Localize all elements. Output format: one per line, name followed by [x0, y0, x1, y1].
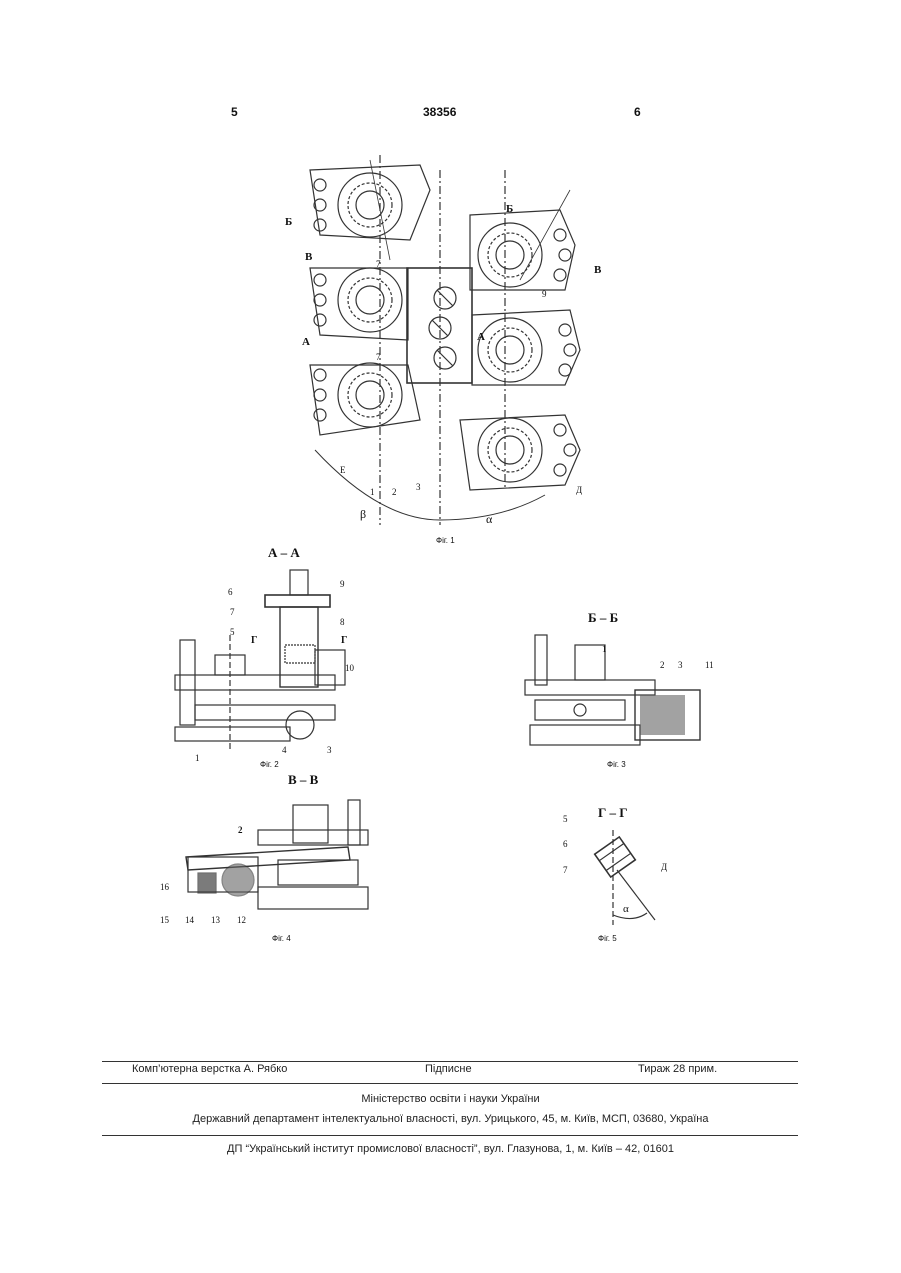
fig5-label: 5	[563, 815, 568, 824]
figure-4-section-label: В – В	[288, 772, 318, 788]
fig2-label: 9	[340, 579, 345, 589]
fig2-label: 7	[230, 607, 235, 617]
patent-number: 38356	[423, 105, 456, 119]
figure-1-caption: Фіг. 1	[436, 536, 455, 545]
figure-2-drawing: 9 6 8 7 5 Г Г 10 4 3 1	[165, 565, 365, 765]
fig3-label: 2	[660, 660, 665, 670]
fig2-label: 10	[345, 663, 355, 673]
fig5-label: 6	[563, 839, 568, 849]
figure-2-section-label: А – А	[268, 545, 300, 561]
fig3-label: 11	[705, 660, 714, 670]
fig1-label: А	[302, 336, 310, 348]
fig4-label: 15	[160, 915, 170, 925]
figure-3-drawing: 1 2 3 11	[520, 630, 720, 760]
figure-3-section-label: Б – Б	[588, 610, 618, 626]
ministry-name: Міністерство освіти і науки України	[0, 1093, 901, 1105]
fig1-label: В	[594, 264, 602, 276]
fig1-label: 1	[370, 487, 375, 497]
typesetting-credit: Комп’ютерна верстка А. Рябко	[132, 1063, 287, 1075]
figure-4-caption: Фіг. 4	[272, 934, 291, 943]
fig4-label: 2	[238, 825, 243, 835]
fig1-label: 2	[392, 487, 397, 497]
fig1-label: 7	[376, 259, 381, 269]
footer-rule-bottom	[102, 1135, 798, 1136]
fig1-label: А	[477, 331, 485, 343]
fig3-label: 3	[678, 660, 683, 670]
fig4-label: 16	[160, 882, 170, 892]
footer-rule-middle	[102, 1083, 798, 1084]
fig1-label: Б	[506, 203, 513, 215]
circulation-note: Тираж 28 прим.	[638, 1063, 717, 1075]
department-address: Державний департамент інтелектуальної вл…	[0, 1113, 901, 1125]
fig2-label: Г	[251, 635, 257, 646]
institute-address: ДП “Український інститут промислової вла…	[0, 1143, 901, 1155]
figure-5-caption: Фіг. 5	[598, 934, 617, 943]
fig1-label: Е	[340, 465, 346, 475]
figure-2-caption: Фіг. 2	[260, 760, 279, 769]
fig3-label: 1	[602, 644, 607, 654]
fig4-label: 14	[185, 915, 195, 925]
fig1-label: Б	[285, 216, 292, 228]
fig2-label: 6	[228, 587, 233, 597]
fig1-label: β	[360, 507, 366, 521]
figure-4-drawing: 2 16 15 14 13 12	[158, 795, 373, 930]
figure-3-caption: Фіг. 3	[607, 760, 626, 769]
footer-rule-top	[102, 1061, 798, 1062]
page-number-left: 5	[231, 105, 238, 119]
page-number-right: 6	[634, 105, 641, 119]
fig4-label: 13	[211, 915, 221, 925]
fig1-label: 7	[376, 352, 381, 362]
fig2-label: 3	[327, 745, 332, 755]
fig4-label: 12	[237, 915, 246, 925]
fig5-label: Д	[661, 862, 667, 872]
figure-1-drawing: Б Б В В А А 9 7 7 Е 1 2 3 Д β α	[280, 150, 620, 535]
fig2-label: 1	[195, 753, 200, 763]
figure-5-drawing: 5 6 7 Д α	[555, 815, 685, 930]
fig2-label: 8	[340, 617, 345, 627]
fig2-label: 4	[282, 745, 287, 755]
signed-note: Підписне	[425, 1063, 472, 1075]
fig1-label: 3	[416, 482, 421, 492]
fig2-label: Г	[341, 635, 347, 646]
fig2-label: 5	[230, 627, 235, 637]
fig5-label: 7	[563, 865, 568, 875]
fig5-label: α	[623, 903, 629, 915]
fig1-label: 9	[542, 289, 547, 299]
fig1-label: α	[486, 512, 493, 526]
fig1-label: Д	[576, 485, 582, 495]
fig1-label: В	[305, 251, 313, 263]
